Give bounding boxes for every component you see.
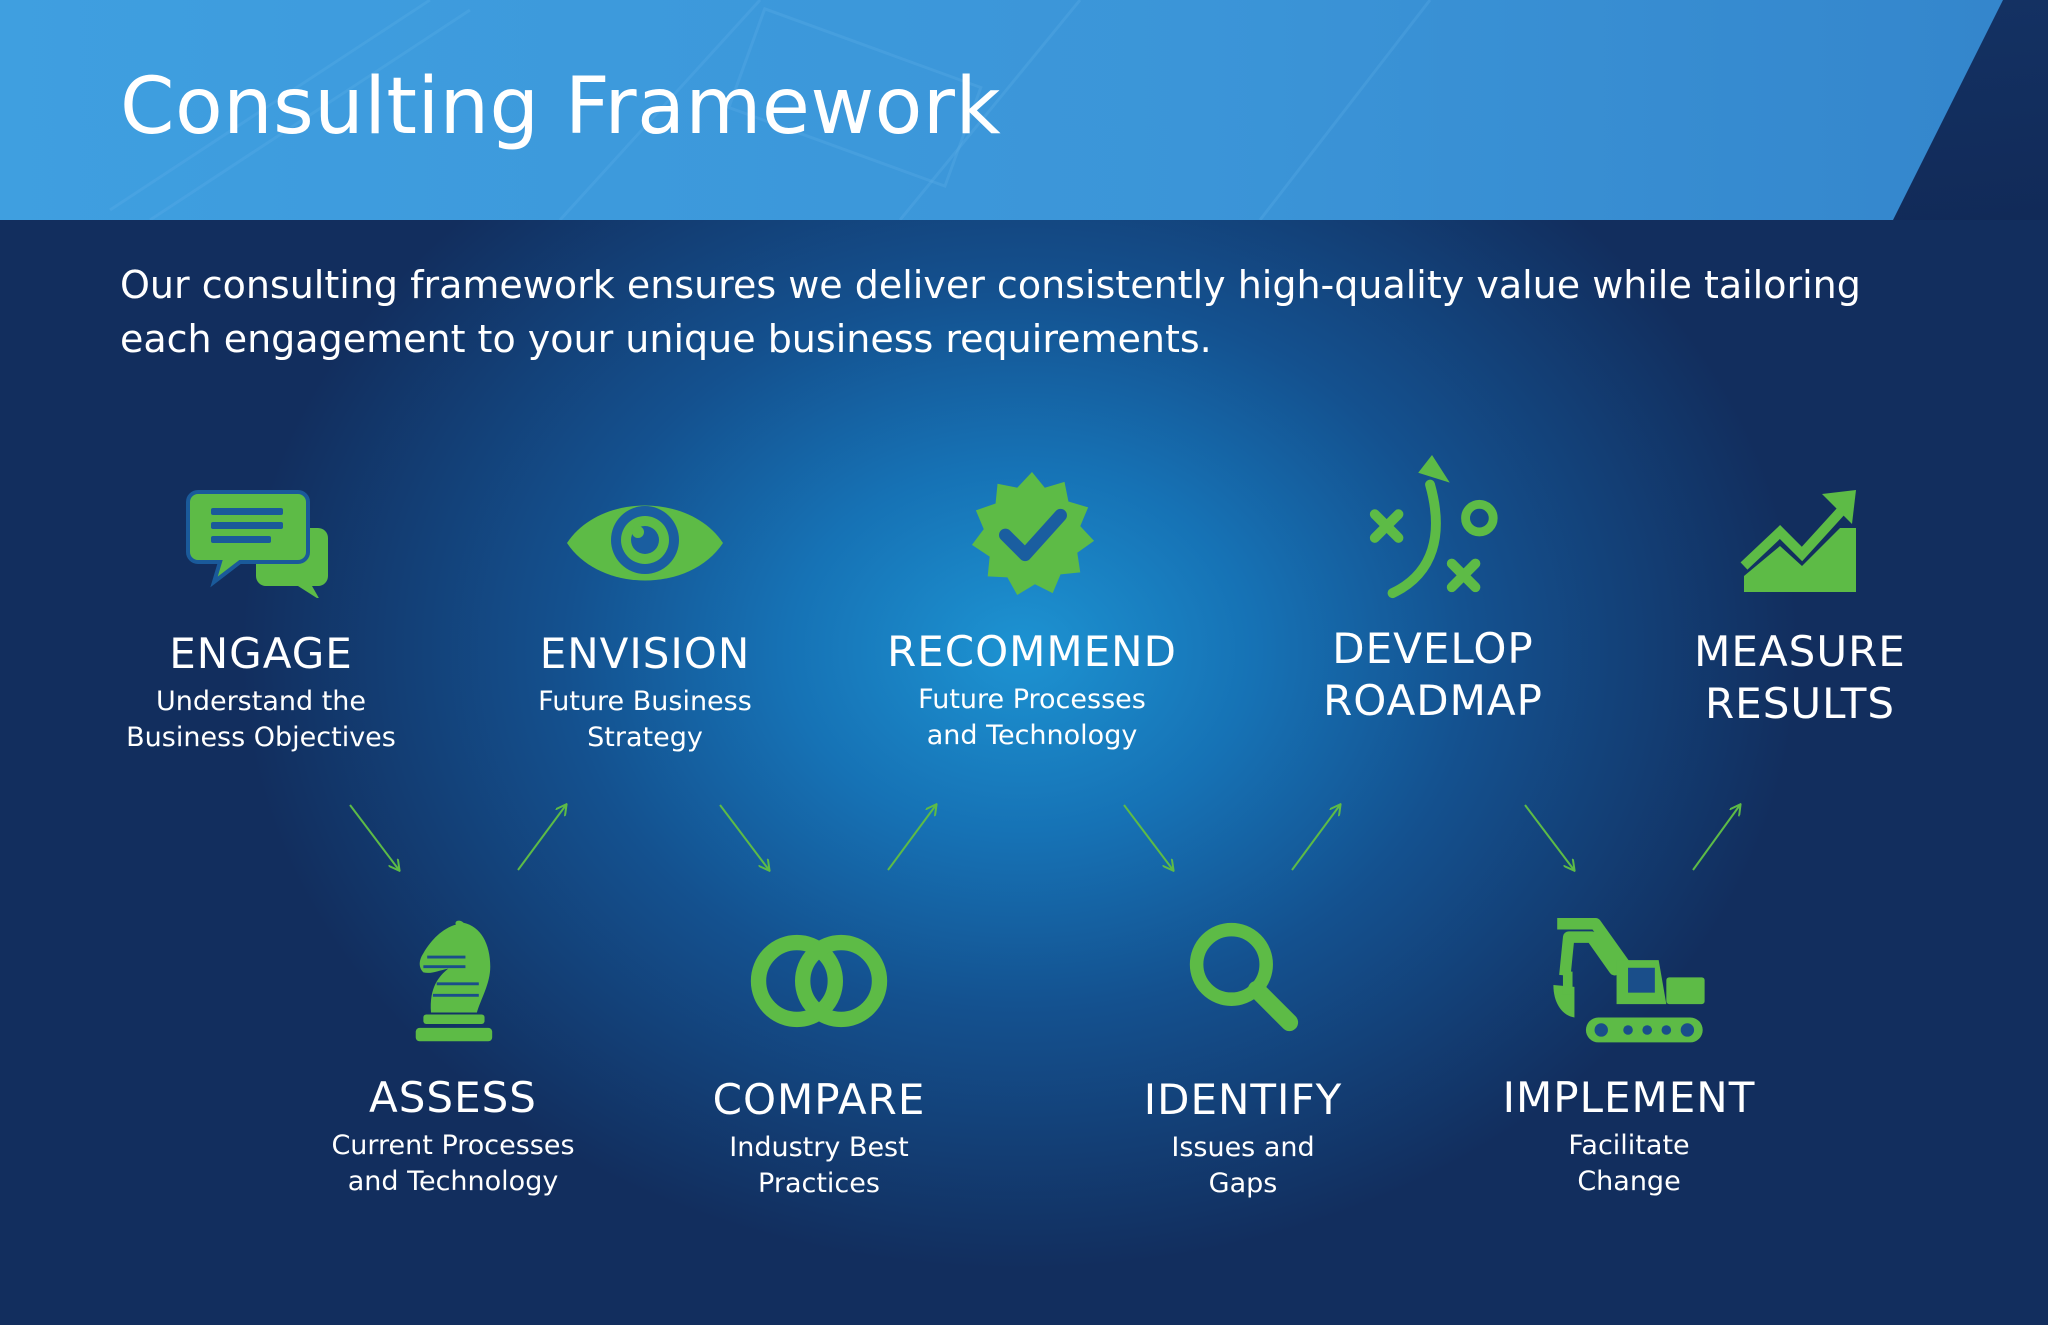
growth-chart-icon — [1740, 490, 1856, 592]
arrow-identify-to-roadmap — [1291, 805, 1340, 871]
eye-icon — [567, 505, 723, 581]
strategy-play-icon — [1369, 455, 1498, 599]
step-title: DEVELOP ROADMAP — [1323, 624, 1543, 725]
step-assess: ASSESS Current Processes and Technology — [283, 918, 623, 1200]
step-title: COMPARE — [712, 1075, 926, 1124]
chess-knight-icon — [415, 920, 493, 1042]
step-subtitle: Facilitate Change — [1568, 1130, 1690, 1197]
step-title: ENGAGE — [169, 629, 353, 678]
interlocking-rings-icon — [750, 934, 888, 1028]
step-engage: ENGAGE Understand the Business Objective… — [91, 488, 431, 756]
step-title: RECOMMEND — [887, 627, 1177, 676]
step-title: ASSESS — [369, 1073, 537, 1122]
step-title: MEASURE RESULTS — [1694, 627, 1906, 728]
step-measure-results: MEASURE RESULTS — [1630, 488, 1970, 734]
arrow-recommend-to-identify — [1123, 804, 1173, 870]
chat-bubbles-icon — [186, 490, 328, 598]
step-subtitle: Industry Best Practices — [729, 1132, 909, 1199]
arrow-implement-to-measure — [1692, 805, 1740, 871]
step-title: IDENTIFY — [1143, 1075, 1343, 1124]
step-implement: IMPLEMENT Facilitate Change — [1459, 918, 1799, 1200]
step-envision: ENVISION Future Business Strategy — [475, 488, 815, 756]
banner-background — [0, 0, 2048, 220]
step-subtitle: Future Business Strategy — [538, 686, 752, 753]
step-develop-roadmap: DEVELOP ROADMAP — [1263, 455, 1603, 731]
intro-paragraph: Our consulting framework ensures we deli… — [120, 263, 1861, 361]
header-banner: Consulting Framework — [0, 0, 2048, 220]
arrow-engage-to-assess — [349, 804, 399, 870]
step-compare: COMPARE Industry Best Practices — [649, 928, 989, 1202]
step-subtitle: Current Processes and Technology — [331, 1130, 575, 1197]
verified-badge-icon — [971, 471, 1095, 596]
arrow-assess-to-envision — [517, 805, 566, 871]
step-subtitle: Future Processes and Technology — [918, 684, 1146, 751]
excavator-icon — [1553, 918, 1705, 1043]
step-identify: IDENTIFY Issues and Gaps — [1073, 918, 1413, 1202]
arrow-roadmap-to-implement — [1524, 804, 1574, 870]
step-title: ENVISION — [539, 629, 751, 678]
arrow-compare-to-recommend — [887, 805, 936, 871]
step-recommend: RECOMMEND Future Processes and Technolog… — [862, 470, 1202, 754]
step-subtitle: Issues and Gaps — [1171, 1132, 1315, 1199]
page-title: Consulting Framework — [120, 62, 1002, 152]
step-title: IMPLEMENT — [1502, 1073, 1756, 1122]
step-subtitle: Understand the Business Objectives — [126, 686, 396, 753]
magnifier-icon — [1189, 922, 1299, 1032]
arrow-envision-to-compare — [719, 804, 769, 870]
